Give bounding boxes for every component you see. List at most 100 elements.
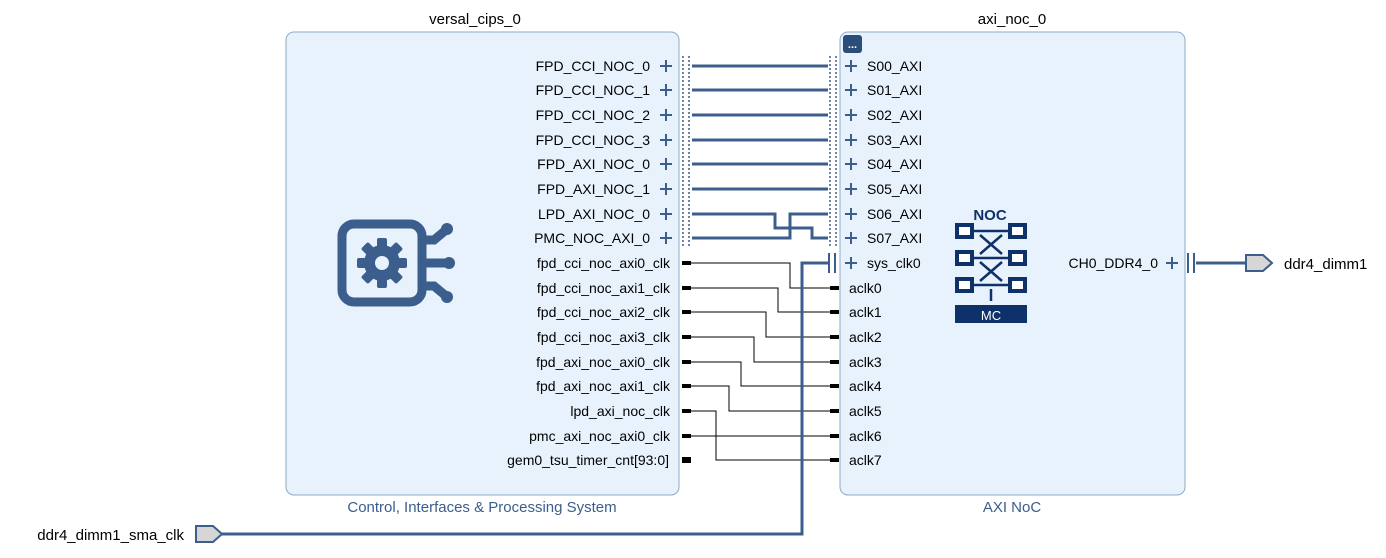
external-port-ddr4-dimm1[interactable]: ddr4_dimm1 bbox=[1245, 254, 1367, 273]
cips-axi-ports: FPD_CCI_NOC_0 FPD_CCI_NOC_1 FPD_CCI_NOC_… bbox=[534, 58, 672, 246]
noc-port-aclk2[interactable]: aclk2 bbox=[830, 329, 882, 345]
noc-port-s06-axi[interactable]: S06_AXI bbox=[845, 206, 922, 222]
svg-text:aclk4: aclk4 bbox=[849, 378, 882, 394]
net-aclk7[interactable] bbox=[691, 410, 830, 461]
port-pin bbox=[682, 384, 691, 388]
cips-port-pmc-noc-axi-0[interactable]: PMC_NOC_AXI_0 bbox=[534, 230, 672, 246]
cips-port-fpd-cci-noc-axi1-clk[interactable]: fpd_cci_noc_axi1_clk bbox=[537, 280, 691, 296]
port-pin bbox=[682, 457, 691, 463]
net-aclk2[interactable] bbox=[691, 311, 830, 338]
svg-text:S07_AXI: S07_AXI bbox=[867, 230, 922, 246]
net-pmc-noc-axi-0[interactable] bbox=[692, 212, 828, 240]
cips-port-fpd-axi-noc-axi1-clk[interactable]: fpd_axi_noc_axi1_clk bbox=[536, 378, 691, 394]
port-pin bbox=[830, 409, 839, 413]
sys-clk-net[interactable] bbox=[222, 253, 836, 536]
port-pin bbox=[682, 409, 691, 413]
noc-port-s07-axi[interactable]: S07_AXI bbox=[845, 230, 922, 246]
cips-port-fpd-axi-noc-axi0-clk[interactable]: fpd_axi_noc_axi0_clk bbox=[536, 354, 691, 370]
noc-port-s03-axi[interactable]: S03_AXI bbox=[845, 132, 922, 148]
block-menu-icon[interactable]: ... bbox=[843, 35, 862, 53]
port-plus-icon bbox=[660, 158, 672, 170]
noc-port-sys-clk0[interactable]: sys_clk0 bbox=[845, 255, 921, 271]
net-aclk3[interactable] bbox=[691, 336, 830, 363]
net-aclk5[interactable] bbox=[691, 385, 830, 412]
port-plus-icon bbox=[1166, 257, 1178, 269]
net-lpd-axi-noc-0[interactable] bbox=[692, 212, 828, 240]
cips-port-fpd-cci-noc-0[interactable]: FPD_CCI_NOC_0 bbox=[536, 58, 672, 74]
cips-port-fpd-cci-noc-axi0-clk[interactable]: fpd_cci_noc_axi0_clk bbox=[537, 255, 691, 271]
cips-port-lpd-axi-noc-0[interactable]: LPD_AXI_NOC_0 bbox=[538, 206, 672, 222]
cips-port-fpd-axi-noc-1[interactable]: FPD_AXI_NOC_1 bbox=[537, 181, 672, 197]
port-plus-icon bbox=[845, 60, 857, 72]
noc-port-aclk5[interactable]: aclk5 bbox=[830, 403, 882, 419]
port-plus-icon bbox=[845, 84, 857, 96]
cips-port-fpd-cci-noc-axi2-clk[interactable]: fpd_cci_noc_axi2_clk bbox=[537, 304, 691, 320]
noc-port-s01-axi[interactable]: S01_AXI bbox=[845, 82, 922, 98]
svg-text:fpd_axi_noc_axi1_clk: fpd_axi_noc_axi1_clk bbox=[536, 378, 671, 394]
noc-axi-ports: S00_AXI S01_AXI S02_AXI S03_AXI S04_AXI … bbox=[845, 58, 922, 271]
svg-text:FPD_CCI_NOC_0: FPD_CCI_NOC_0 bbox=[536, 58, 651, 74]
svg-text:FPD_AXI_NOC_0: FPD_AXI_NOC_0 bbox=[537, 156, 650, 172]
svg-text:NOC: NOC bbox=[973, 207, 1007, 224]
noc-port-s04-axi[interactable]: S04_AXI bbox=[845, 156, 922, 172]
net-aclk0[interactable] bbox=[691, 262, 830, 289]
svg-text:fpd_cci_noc_axi3_clk: fpd_cci_noc_axi3_clk bbox=[537, 329, 671, 345]
svg-text:fpd_cci_noc_axi2_clk: fpd_cci_noc_axi2_clk bbox=[537, 304, 671, 320]
net-aclk4[interactable] bbox=[691, 361, 830, 387]
svg-text:aclk0: aclk0 bbox=[849, 280, 882, 296]
cips-port-gem0-tsu-timer-cnt[interactable]: gem0_tsu_timer_cnt[93:0] bbox=[507, 452, 691, 468]
noc-port-aclk4[interactable]: aclk4 bbox=[830, 378, 882, 394]
cips-clk-ports: fpd_cci_noc_axi0_clk fpd_cci_noc_axi1_cl… bbox=[507, 255, 691, 468]
noc-port-aclk7[interactable]: aclk7 bbox=[830, 452, 882, 468]
cips-port-fpd-cci-noc-3[interactable]: FPD_CCI_NOC_3 bbox=[536, 132, 672, 148]
processor-gear-icon bbox=[337, 219, 455, 307]
port-pin bbox=[830, 384, 839, 388]
port-pin bbox=[830, 360, 839, 364]
net-aclk1[interactable] bbox=[691, 287, 830, 313]
noc-logo-icon: NOC MC bbox=[955, 207, 1027, 323]
svg-text:aclk3: aclk3 bbox=[849, 354, 882, 370]
cips-block-title: versal_cips_0 bbox=[429, 11, 521, 28]
port-plus-icon bbox=[845, 158, 857, 170]
noc-port-ch0-ddr4-0[interactable]: CH0_DDR4_0 bbox=[1069, 253, 1195, 273]
port-pin bbox=[682, 261, 691, 265]
bus-connector-brackets bbox=[682, 56, 837, 248]
noc-port-aclk1[interactable]: aclk1 bbox=[830, 304, 882, 320]
noc-port-s02-axi[interactable]: S02_AXI bbox=[845, 107, 922, 123]
svg-text:S02_AXI: S02_AXI bbox=[867, 107, 922, 123]
port-pin bbox=[830, 434, 839, 438]
cips-port-fpd-cci-noc-1[interactable]: FPD_CCI_NOC_1 bbox=[536, 82, 672, 98]
noc-block-subtitle: AXI NoC bbox=[983, 499, 1042, 516]
port-plus-icon bbox=[660, 232, 672, 244]
cips-port-fpd-cci-noc-2[interactable]: FPD_CCI_NOC_2 bbox=[536, 107, 672, 123]
svg-text:FPD_AXI_NOC_1: FPD_AXI_NOC_1 bbox=[537, 181, 650, 197]
cips-block[interactable] bbox=[285, 31, 680, 496]
noc-port-s05-axi[interactable]: S05_AXI bbox=[845, 181, 922, 197]
noc-port-aclk3[interactable]: aclk3 bbox=[830, 354, 882, 370]
port-plus-icon bbox=[845, 257, 857, 269]
noc-port-aclk6[interactable]: aclk6 bbox=[830, 428, 882, 444]
svg-text:S03_AXI: S03_AXI bbox=[867, 132, 922, 148]
svg-text:FPD_CCI_NOC_3: FPD_CCI_NOC_3 bbox=[536, 132, 651, 148]
cips-port-lpd-axi-noc-clk[interactable]: lpd_axi_noc_clk bbox=[570, 403, 691, 419]
cips-port-fpd-cci-noc-axi3-clk[interactable]: fpd_cci_noc_axi3_clk bbox=[537, 329, 691, 345]
svg-text:pmc_axi_noc_axi0_clk: pmc_axi_noc_axi0_clk bbox=[529, 428, 671, 444]
port-pin bbox=[830, 310, 839, 314]
external-port-ddr4-dimm1-sma-clk[interactable]: ddr4_dimm1_sma_clk bbox=[37, 525, 224, 544]
noc-port-s00-axi[interactable]: S00_AXI bbox=[845, 58, 922, 74]
svg-text:aclk2: aclk2 bbox=[849, 329, 882, 345]
axi-interface-nets bbox=[692, 64, 828, 240]
port-plus-icon bbox=[845, 109, 857, 121]
port-pin bbox=[682, 335, 691, 339]
svg-text:FPD_CCI_NOC_1: FPD_CCI_NOC_1 bbox=[536, 82, 651, 98]
cips-port-fpd-axi-noc-0[interactable]: FPD_AXI_NOC_0 bbox=[537, 156, 672, 172]
noc-port-aclk0[interactable]: aclk0 bbox=[830, 280, 882, 296]
svg-text:PMC_NOC_AXI_0: PMC_NOC_AXI_0 bbox=[534, 230, 650, 246]
port-pin bbox=[682, 360, 691, 364]
cips-port-pmc-axi-noc-axi0-clk[interactable]: pmc_axi_noc_axi0_clk bbox=[529, 428, 691, 444]
port-pin bbox=[682, 310, 691, 314]
port-plus-icon bbox=[660, 134, 672, 146]
port-plus-icon bbox=[660, 183, 672, 195]
svg-text:FPD_CCI_NOC_2: FPD_CCI_NOC_2 bbox=[536, 107, 651, 123]
svg-text:ddr4_dimm1: ddr4_dimm1 bbox=[1284, 256, 1367, 273]
